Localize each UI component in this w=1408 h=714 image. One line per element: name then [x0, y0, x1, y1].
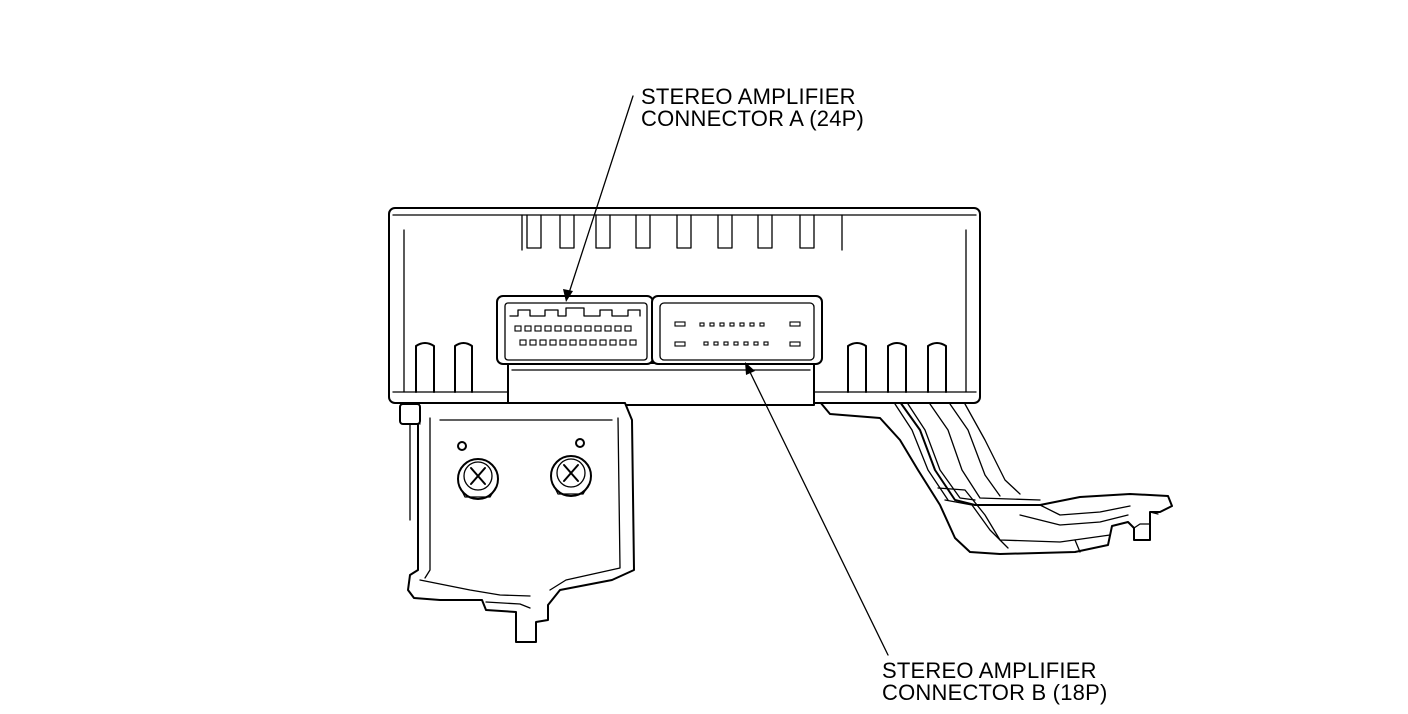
callout-connector-b: STEREO AMPLIFIER CONNECTOR B (18P): [882, 660, 1107, 704]
connector-a-pin: [564, 325, 572, 332]
connector-a-pin: [614, 325, 622, 332]
connector-a-pin: [609, 339, 617, 346]
connector-b-pin: [743, 341, 749, 346]
connector-a-pin: [554, 325, 562, 332]
connector-b-pin: [703, 341, 709, 346]
top-fin: [676, 214, 692, 249]
connector-b-pins: [699, 322, 769, 346]
connector-a-pin: [599, 339, 607, 346]
bottom-fin: [454, 342, 473, 393]
connector-a-pin: [629, 339, 637, 346]
connector-a-pin: [529, 339, 537, 346]
connector-b-pin: [699, 322, 705, 327]
connector-a-pin: [579, 339, 587, 346]
bottom-fin: [927, 342, 947, 393]
connector-a-pin: [574, 325, 582, 332]
connector-a-pin: [584, 325, 592, 332]
connector-a-pin: [594, 325, 602, 332]
bottom-fin: [887, 342, 907, 393]
connector-b-pin: [713, 341, 719, 346]
connector-b-pin: [709, 322, 715, 327]
top-fin: [595, 214, 611, 249]
connector-a-pin: [569, 339, 577, 346]
callout-connector-a: STEREO AMPLIFIER CONNECTOR A (24P): [641, 86, 864, 130]
bottom-fin: [847, 342, 867, 393]
left-mounting-bracket: [399, 402, 635, 643]
top-fin: [799, 214, 815, 249]
top-fin: [526, 214, 542, 249]
connector-a-pins: [514, 325, 637, 346]
connector-b-pin: [729, 322, 735, 327]
connector-b-housing: [651, 295, 823, 365]
callout-a-line1: STEREO AMPLIFIER: [641, 84, 856, 109]
connector-b-pin: [753, 341, 759, 346]
connector-a-pin: [519, 339, 527, 346]
top-fin: [635, 214, 651, 249]
connector-b-pin: [733, 341, 739, 346]
screw-right: [550, 455, 592, 497]
callout-a-line2: CONNECTOR A (24P): [641, 106, 865, 131]
connector-b-pin: [759, 322, 765, 327]
callout-b-line1: STEREO AMPLIFIER: [882, 658, 1097, 683]
connector-a-housing: [496, 295, 654, 365]
connector-a-pin: [524, 325, 532, 332]
right-mounting-bracket: [819, 401, 1173, 555]
connector-a-pin: [619, 339, 627, 346]
connector-b-pin: [719, 322, 725, 327]
callout-b-line2: CONNECTOR B (18P): [882, 680, 1108, 705]
top-fin: [717, 214, 733, 249]
connector-b-pin: [749, 322, 755, 327]
connector-b-pin: [723, 341, 729, 346]
top-fin: [559, 214, 575, 249]
connector-a-pin: [624, 325, 632, 332]
bottom-cooling-fins: [415, 342, 947, 393]
connector-b-pin: [739, 322, 745, 327]
connector-a-pin: [534, 325, 542, 332]
connector-a-pin: [514, 325, 522, 332]
connector-a-pin: [549, 339, 557, 346]
connector-a-pin: [604, 325, 612, 332]
leader-line-connector-b: [745, 362, 889, 656]
connector-a-pin: [544, 325, 552, 332]
screw-left: [457, 458, 499, 500]
connector-base-block: [507, 362, 815, 406]
bottom-fin: [415, 342, 435, 393]
connector-a-pin: [539, 339, 547, 346]
top-fin: [757, 214, 773, 249]
connector-a-pin: [559, 339, 567, 346]
connector-b-pin: [763, 341, 769, 346]
top-cooling-fins: [521, 214, 843, 251]
connector-a-pin: [589, 339, 597, 346]
leader-line-connector-a: [563, 95, 634, 302]
